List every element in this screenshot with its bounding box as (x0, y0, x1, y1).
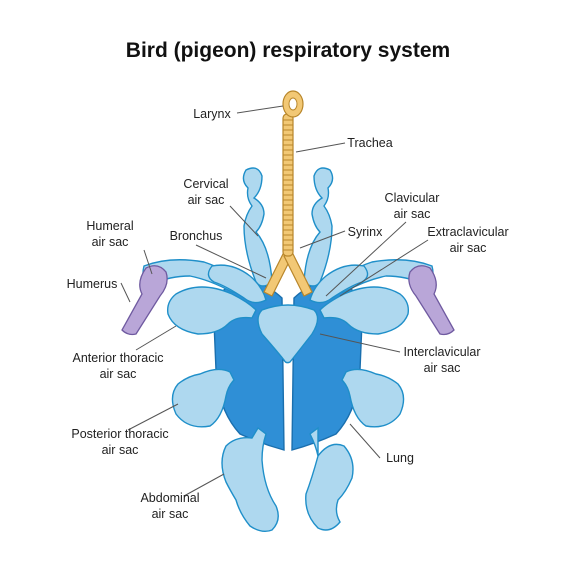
right-abdominal-air-sac (305, 426, 354, 531)
label-abdominal-line2: air sac (152, 507, 189, 521)
label-posterior-thoracic-line2: air sac (102, 443, 139, 457)
label-humeral-line2: air sac (92, 235, 129, 249)
left-cervical-air-sac (242, 167, 273, 287)
label-clavicular-line2: air sac (394, 207, 431, 221)
label-interclavicular-line1: Interclavicular (403, 345, 480, 359)
label-anterior-thoracic-line1: Anterior thoracic (72, 351, 163, 365)
right-cervical-air-sac (303, 167, 334, 287)
right-humerus (408, 265, 455, 336)
right-posterior-thoracic-air-sac (341, 368, 405, 428)
label-cervical-line2: air sac (188, 193, 225, 207)
label-clavicular-line1: Clavicular (385, 191, 440, 205)
label-anterior-thoracic-line2: air sac (100, 367, 137, 381)
interclavicular-air-sac (257, 304, 319, 364)
left-posterior-thoracic-air-sac (171, 368, 235, 428)
label-larynx: Larynx (193, 107, 231, 121)
label-posterior-thoracic-line1: Posterior thoracic (71, 427, 168, 441)
left-humerus (121, 265, 168, 336)
label-bronchus: Bronchus (170, 229, 223, 243)
label-cervical-line1: Cervical (183, 177, 228, 191)
label-humeral-line1: Humeral (86, 219, 133, 233)
left-clavicular-air-sac (207, 264, 267, 304)
left-abdominal-air-sac (221, 426, 279, 533)
diagram-title: Bird (pigeon) respiratory system (126, 39, 450, 62)
label-interclavicular-line2: air sac (424, 361, 461, 375)
label-trachea: Trachea (347, 136, 392, 150)
label-extraclavicular-line1: Extraclavicular (427, 225, 508, 239)
label-lung: Lung (386, 451, 414, 465)
left-anterior-thoracic-air-sac (166, 286, 257, 335)
label-syrinx: Syrinx (348, 225, 383, 239)
label-abdominal-line1: Abdominal (140, 491, 199, 505)
leader-lines (120, 105, 429, 497)
larynx-opening (288, 97, 298, 111)
trachea-rings (283, 119, 293, 251)
label-humerus: Humerus (67, 277, 118, 291)
label-extraclavicular-line2: air sac (450, 241, 487, 255)
